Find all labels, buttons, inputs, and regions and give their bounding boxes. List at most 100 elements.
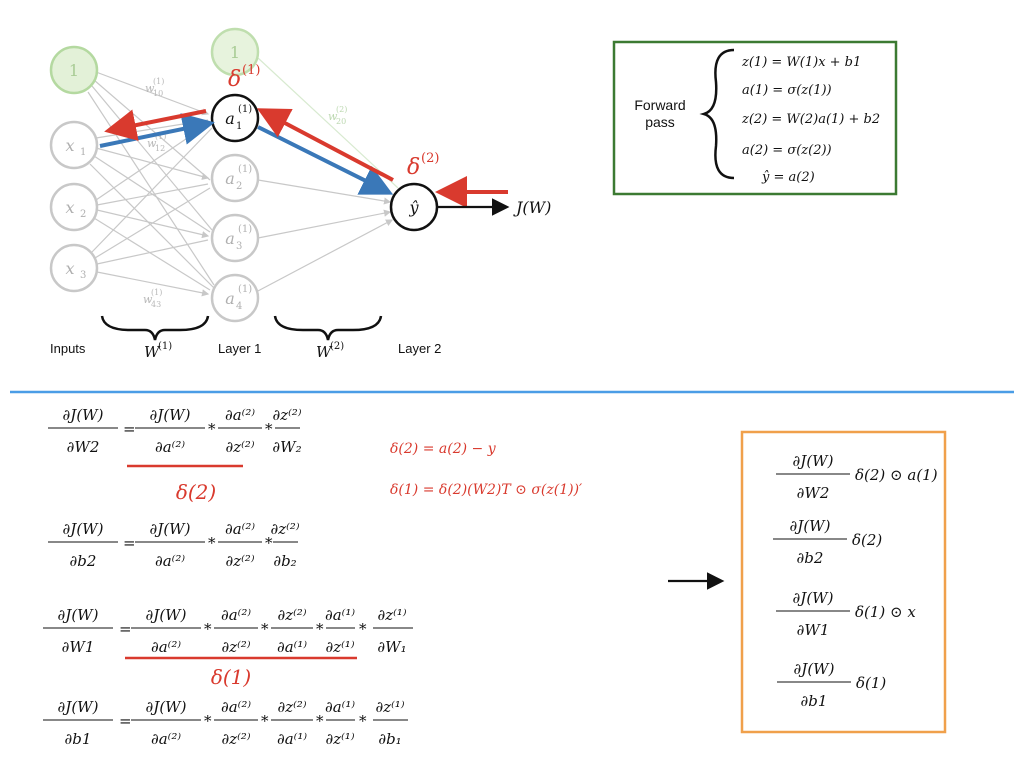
svg-text:∂z⁽²⁾: ∂z⁽²⁾ xyxy=(225,438,254,456)
brace-w1 xyxy=(100,315,210,341)
label-w1: W (1) xyxy=(144,341,172,361)
cost-arrow: J(W) xyxy=(438,198,551,217)
label-inputs: Inputs xyxy=(50,341,86,356)
svg-text:∂W1: ∂W1 xyxy=(797,621,830,639)
result-grad-b2: ∂J(W) ∂b2 δ(2) xyxy=(773,517,882,567)
svg-text:∂J(W): ∂J(W) xyxy=(146,698,187,716)
a4-sub: 4 xyxy=(236,301,242,312)
svg-text:*: * xyxy=(316,712,324,730)
svg-text:∂J(W): ∂J(W) xyxy=(793,452,834,470)
svg-text:δ(2): δ(2) xyxy=(852,531,882,549)
network-connections xyxy=(87,57,399,297)
svg-text:*: * xyxy=(204,620,212,638)
a3-sup: (1) xyxy=(238,224,252,235)
a2-sup: (1) xyxy=(238,164,252,175)
x3-sub: 3 xyxy=(80,270,86,281)
svg-text:∂a⁽²⁾: ∂a⁽²⁾ xyxy=(155,438,185,456)
bias-input-label: 1 xyxy=(69,61,79,80)
chain-rule-b1: ∂J(W) ∂b1 = ∂J(W) ∂a⁽²⁾ * ∂a⁽²⁾ ∂z⁽²⁾ * … xyxy=(43,698,408,748)
chain-rule-b2: ∂J(W) ∂b2 = ∂J(W) ∂a⁽²⁾ * ∂a⁽²⁾ ∂z⁽²⁾ * … xyxy=(48,520,300,570)
svg-text:W: W xyxy=(316,343,333,361)
svg-text:(2): (2) xyxy=(421,151,439,166)
svg-text:∂z⁽²⁾: ∂z⁽²⁾ xyxy=(225,552,254,570)
svg-text:(2): (2) xyxy=(336,105,347,114)
result-box: ∂J(W) ∂W2 δ(2) ⊙ a(1) ∂J(W) ∂b2 δ(2) ∂J(… xyxy=(740,430,947,734)
a1-sub: 1 xyxy=(236,121,242,132)
backward-arrows xyxy=(104,108,508,208)
delta2-label: δ (2) xyxy=(407,151,439,180)
svg-text:∂a⁽¹⁾: ∂a⁽¹⁾ xyxy=(277,730,307,748)
hidden-node-a2: a (1) 2 xyxy=(210,153,260,203)
svg-text:*: * xyxy=(208,420,216,438)
svg-text:∂J(W): ∂J(W) xyxy=(794,660,835,678)
svg-text:δ: δ xyxy=(228,67,241,92)
svg-text:∂z⁽¹⁾: ∂z⁽¹⁾ xyxy=(325,730,354,748)
bias-node-hidden: 1 xyxy=(210,27,260,77)
svg-text:∂z⁽²⁾: ∂z⁽²⁾ xyxy=(277,606,306,624)
a1-base: a xyxy=(225,109,235,128)
svg-text:∂z⁽²⁾: ∂z⁽²⁾ xyxy=(272,406,301,424)
svg-text:W: W xyxy=(144,343,161,361)
svg-text:∂J(W): ∂J(W) xyxy=(150,406,191,424)
bias-node-input: 1 xyxy=(49,45,99,95)
svg-text:∂b1: ∂b1 xyxy=(801,692,828,710)
svg-text:∂b2: ∂b2 xyxy=(797,549,824,567)
svg-text:∂a⁽¹⁾: ∂a⁽¹⁾ xyxy=(325,606,355,624)
svg-text:δ(1) ⊙ x: δ(1) ⊙ x xyxy=(855,603,916,621)
svg-text:∂W₁: ∂W₁ xyxy=(377,638,406,656)
a3-base: a xyxy=(225,229,235,248)
result-grad-w2: ∂J(W) ∂W2 δ(2) ⊙ a(1) xyxy=(776,452,938,502)
svg-text:43: 43 xyxy=(151,300,161,309)
svg-text:∂J(W): ∂J(W) xyxy=(790,517,831,535)
weight-w10: w (1) 10 xyxy=(145,77,164,98)
hidden-node-a1: a (1) 1 xyxy=(210,93,260,143)
weight-w12: w (1) 12 xyxy=(147,132,166,153)
output-label: ŷ xyxy=(408,198,419,217)
svg-text:(1): (1) xyxy=(155,132,166,141)
svg-text:(1): (1) xyxy=(242,63,260,78)
x2-base: x xyxy=(65,198,74,217)
cost-label: J(W) xyxy=(513,198,551,217)
svg-text:∂z⁽²⁾: ∂z⁽²⁾ xyxy=(270,520,299,538)
weight-w20: w (2) 20 xyxy=(328,105,347,126)
fp-eq-5: ŷ = a(2) xyxy=(761,170,815,185)
hidden-node-a3: a (1) 3 xyxy=(210,213,260,263)
a2-base: a xyxy=(225,169,235,188)
svg-text:∂W₂: ∂W₂ xyxy=(272,438,301,456)
svg-text:*: * xyxy=(208,534,216,552)
svg-text:∂b₁: ∂b₁ xyxy=(378,730,401,748)
x1-sub: 1 xyxy=(80,147,86,158)
input-node-x3: x 3 xyxy=(49,243,99,293)
svg-text:w: w xyxy=(147,137,157,150)
fp-eq-1: z(1) = W(1)x + b1 xyxy=(741,55,861,70)
svg-text:∂J(W): ∂J(W) xyxy=(793,589,834,607)
svg-text:∂a⁽²⁾: ∂a⁽²⁾ xyxy=(151,638,181,656)
x3-base: x xyxy=(65,259,74,278)
svg-text:∂a⁽²⁾: ∂a⁽²⁾ xyxy=(225,406,255,424)
svg-text:∂a⁽²⁾: ∂a⁽²⁾ xyxy=(155,552,185,570)
svg-text:*: * xyxy=(261,712,269,730)
svg-text:∂J(W): ∂J(W) xyxy=(63,406,104,424)
a3-sub: 3 xyxy=(236,241,242,252)
input-node-x2: x 2 xyxy=(49,182,99,232)
svg-text:∂a⁽²⁾: ∂a⁽²⁾ xyxy=(151,730,181,748)
weight-w43: w (1) 43 xyxy=(143,288,162,309)
svg-text:∂a⁽¹⁾: ∂a⁽¹⁾ xyxy=(325,698,355,716)
svg-text:∂b₂: ∂b₂ xyxy=(273,552,296,570)
svg-text:20: 20 xyxy=(336,117,346,126)
svg-text:∂b2: ∂b2 xyxy=(70,552,97,570)
svg-text:∂W1: ∂W1 xyxy=(62,638,95,656)
forward-label-2: pass xyxy=(645,114,675,130)
svg-text:w: w xyxy=(145,82,155,95)
hidden-node-a4: a (1) 4 xyxy=(210,273,260,323)
svg-text:∂J(W): ∂J(W) xyxy=(150,520,191,538)
svg-text:δ(1): δ(1) xyxy=(856,674,886,692)
forward-brace xyxy=(699,48,735,180)
result-grad-w1: ∂J(W) ∂W1 δ(1) ⊙ x xyxy=(776,589,916,639)
svg-text:w: w xyxy=(328,110,338,123)
svg-text:δ: δ xyxy=(407,155,420,180)
svg-text:∂J(W): ∂J(W) xyxy=(63,520,104,538)
brace-w2 xyxy=(273,315,383,341)
bias-hidden-label: 1 xyxy=(230,43,240,62)
